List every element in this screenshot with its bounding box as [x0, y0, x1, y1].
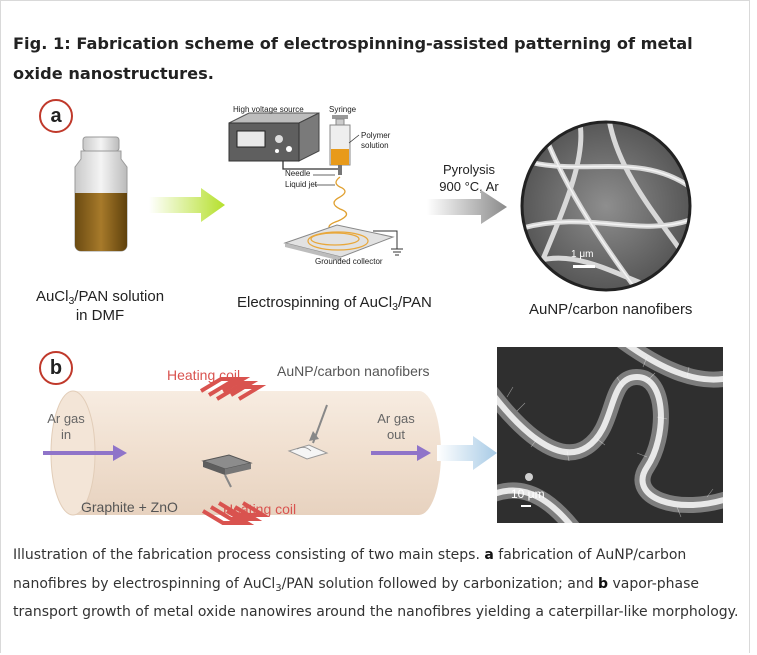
- electrospinning-setup-image: [228, 112, 403, 261]
- sem-scale-label-a: 1 μm: [571, 249, 594, 260]
- figure-panel: a AuCl3/PAN solution in DMF: [1, 91, 751, 531]
- product-caption: AuNP/carbon nanofibers: [529, 301, 693, 318]
- heating-coil-bottom-label: Heating coil: [223, 501, 297, 517]
- heating-coil-top-label: Heating coil: [167, 367, 241, 383]
- vial-caption: AuCl3/PAN solution in DMF: [35, 288, 165, 324]
- electrospinning-caption: Electrospinning of AuCl3/PAN: [237, 294, 432, 313]
- needle-label: Needle: [285, 169, 311, 178]
- grounded-collector-label: Grounded collector: [315, 257, 383, 266]
- green-arrow-icon: [149, 188, 225, 222]
- liquid-jet-label: Liquid jet: [285, 180, 318, 189]
- nanofibers-label: AuNP/carbon nanofibers: [277, 363, 430, 379]
- panel-b-label: b: [39, 351, 73, 385]
- sem-scale-label-b: 10 μm: [511, 487, 545, 501]
- gray-arrow-icon: [427, 190, 507, 224]
- vial-image: [74, 136, 128, 252]
- furnace-diagram: [43, 377, 497, 525]
- nanofiber-sem-image: [520, 120, 692, 292]
- figure-caption: Illustration of the fabrication process …: [13, 547, 739, 620]
- syringe-label: Syringe: [329, 105, 357, 114]
- panel-a-label: a: [39, 99, 73, 133]
- figure-title: Fig. 1: Fabrication scheme of electrospi…: [13, 34, 693, 83]
- graphite-zno-label: Graphite + ZnO: [81, 499, 178, 515]
- high-voltage-label: High voltage source: [233, 105, 304, 114]
- caterpillar-sem-image: [497, 347, 723, 523]
